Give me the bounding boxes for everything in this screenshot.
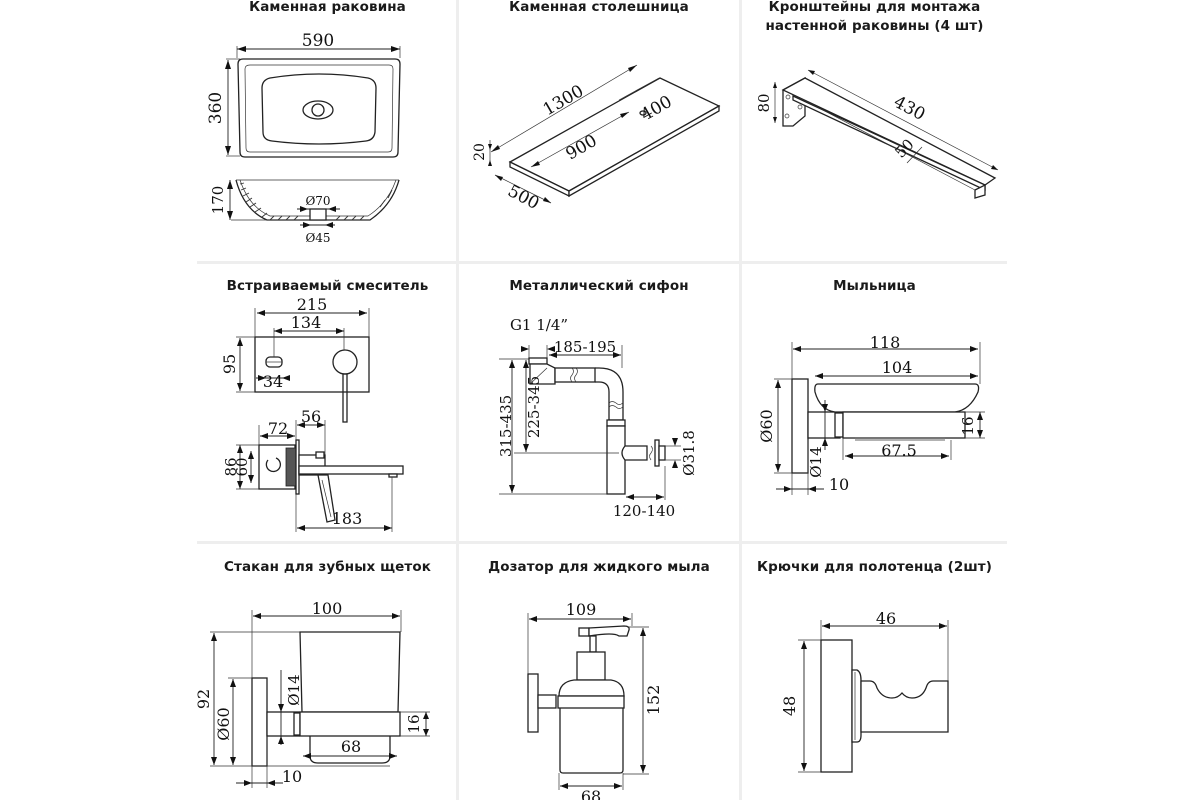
dim-mixer-lever-width: 34 — [263, 372, 283, 391]
grid-separator-row-1 — [197, 261, 1007, 264]
dim-mixer-body-outer: 86 — [222, 457, 240, 476]
dim-sink-drain-outer: Ø70 — [305, 194, 330, 208]
countertop-drawing: 1300 900 400 20 500 — [472, 64, 721, 214]
dim-soap-dish-holder-width: 67.5 — [881, 441, 917, 460]
dim-sink-height: 170 — [209, 186, 227, 215]
dim-siphon-thread: G1 1/4” — [510, 316, 568, 334]
dim-tumbler-total-width: 100 — [312, 599, 343, 618]
panel-soap-dish: Мыльница — [742, 264, 1007, 541]
panel-stone-countertop: Каменная столешница 1300 — [459, 0, 739, 260]
dim-hook-height: 48 — [780, 696, 799, 716]
dim-tumbler-base-dia: Ø60 — [214, 707, 233, 740]
towel-hooks-drawing: 46 48 — [780, 609, 949, 773]
dim-soap-dish-rod-dia: Ø14 — [807, 446, 825, 477]
dim-sink-drain-inner: Ø45 — [305, 231, 330, 245]
dim-siphon-outlet-height: 225-345 — [525, 376, 543, 438]
dim-countertop-depth: 500 — [504, 181, 542, 214]
panel-title-line-2: настенной раковины (4 шт) — [765, 18, 984, 34]
dim-tumbler-ring-height: 16 — [405, 714, 423, 733]
dim-mixer-plate-height: 95 — [220, 354, 239, 374]
dim-mixer-axis-distance: 134 — [291, 313, 322, 332]
dim-mixer-body-inner: 60 — [233, 457, 251, 476]
panel-title-line-1: Кронштейны для монтажа — [768, 0, 981, 15]
dim-mixer-plate-width: 215 — [297, 295, 328, 314]
dim-mixer-plate-offset: 56 — [301, 407, 321, 426]
dim-siphon-outlet-dia: Ø31.8 — [680, 430, 698, 476]
grid-separator-col-1 — [456, 0, 459, 800]
dim-countertop-thickness: 20 — [472, 143, 488, 161]
dim-bracket-length: 430 — [890, 92, 928, 125]
panel-title: Металлический сифон — [509, 278, 689, 294]
siphon-drawing: G1 1/4” 185-195 315-435 225-345 Ø31.8 12… — [497, 316, 698, 520]
panel-title: Каменная столешница — [509, 0, 689, 15]
dim-soap-dish-base-dia: Ø60 — [757, 409, 776, 442]
panel-title: Мыльница — [833, 278, 916, 294]
grid-separator-row-2 — [197, 541, 1007, 544]
dim-dispenser-bottle-width: 68 — [581, 787, 601, 800]
panel-stone-sink: Каменная раковина — [199, 0, 456, 260]
dim-tumbler-cup-width: 68 — [341, 737, 361, 756]
sink-drawing: 590 360 170 Ø70 Ø45 — [206, 31, 401, 245]
panel-title: Крючки для полотенца (2шт) — [757, 559, 992, 575]
dim-tumbler-rod-dia: Ø14 — [285, 674, 303, 705]
panel-title: Дозатор для жидкого мыла — [488, 559, 710, 575]
panel-brackets: Кронштейны для монтажа настенной раковин… — [742, 0, 1007, 260]
dim-dispenser-height: 152 — [644, 685, 663, 716]
dim-soap-dish-base-thickness: 10 — [829, 475, 849, 494]
grid-separator-col-2 — [739, 0, 742, 800]
dim-dispenser-total-width: 109 — [566, 600, 597, 619]
dim-siphon-horizontal: 185-195 — [554, 338, 616, 356]
mixer-drawing: 215 134 95 34 72 56 86 60 183 — [220, 295, 404, 532]
dim-siphon-outlet-length: 120-140 — [613, 502, 675, 520]
panel-title: Встраиваемый смеситель — [226, 278, 429, 294]
tumbler-drawing: 100 92 Ø60 Ø14 16 68 10 — [194, 599, 430, 788]
dim-bracket-height: 80 — [755, 93, 773, 112]
panel-metal-siphon: Металлический сифон — [459, 264, 739, 541]
dim-mixer-spout-length: 183 — [332, 509, 363, 528]
panel-title: Каменная раковина — [249, 0, 406, 15]
panel-soap-dispenser: Дозатор для жидкого мыла — [459, 544, 739, 800]
dim-soap-dish-holder-height: 16 — [959, 416, 977, 435]
panel-toothbrush-tumbler: Стакан для зубных щеток — [194, 544, 456, 800]
dim-mixer-body-depth: 72 — [268, 419, 288, 438]
dim-siphon-total-height: 315-435 — [497, 395, 515, 457]
panel-built-in-mixer: Встраиваемый смеситель — [199, 264, 456, 541]
dim-tumbler-height: 92 — [194, 689, 213, 709]
dim-sink-width: 590 — [302, 31, 334, 51]
dim-countertop-length: 1300 — [540, 81, 587, 120]
dim-sink-depth: 360 — [206, 92, 226, 124]
dim-tumbler-base-thickness: 10 — [282, 767, 302, 786]
dispenser-drawing: 109 152 68 — [527, 600, 663, 800]
panel-title: Стакан для зубных щеток — [224, 559, 431, 575]
dim-soap-dish-total-width: 118 — [870, 333, 901, 352]
dim-hook-depth: 46 — [876, 609, 896, 628]
panel-towel-hooks: Крючки для полотенца (2шт) 46 48 — [742, 544, 1007, 800]
soap-dish-drawing: 118 104 Ø60 Ø14 10 67.5 16 — [757, 333, 985, 495]
dim-soap-dish-dish-width: 104 — [882, 358, 913, 377]
brackets-drawing: 430 50 80 — [755, 69, 999, 199]
